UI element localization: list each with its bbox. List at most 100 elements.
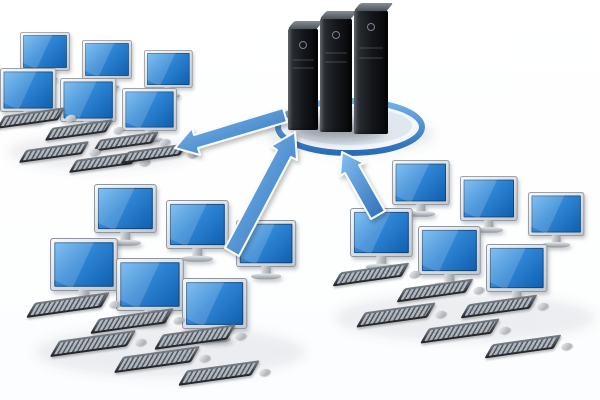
keyboard: [153, 324, 237, 350]
keyboard-keys: [336, 265, 406, 284]
workstation-monitor: [392, 160, 450, 217]
workstation-monitor: [116, 258, 184, 325]
monitor-bezel: [236, 220, 297, 267]
workstation-monitor: [350, 208, 413, 270]
keyboard-keys: [360, 304, 432, 326]
tower-drive-slot: [359, 47, 383, 50]
workstation-monitor: [236, 220, 297, 280]
monitor-screen: [23, 35, 67, 68]
monitor-stand-base: [109, 239, 142, 246]
monitor-stand-neck: [145, 130, 154, 138]
monitor-stand-base: [251, 273, 282, 280]
monitor-screen: [125, 91, 174, 128]
monitor-screen: [169, 203, 225, 246]
monitor-stand-base: [135, 137, 164, 143]
workstation-monitor: [0, 68, 57, 124]
keyboard: [49, 329, 137, 358]
monitor-screen: [463, 179, 514, 218]
monitor-stand-neck: [120, 232, 131, 240]
keyboard: [89, 308, 175, 334]
keyboard: [484, 334, 562, 359]
workstation-monitor: [60, 78, 117, 134]
keyboard: [332, 262, 410, 287]
keyboard-keys: [400, 281, 470, 300]
tower-top-face: [353, 3, 393, 11]
tower-power-button: [367, 23, 375, 31]
cluster-shadow: [35, 326, 305, 378]
monitor-stand-base: [132, 318, 167, 325]
workstation-monitor: [94, 184, 157, 246]
mouse: [234, 331, 247, 342]
monitor-screen: [147, 53, 190, 85]
monitor-screen: [239, 223, 293, 264]
monitor-stand-base: [14, 118, 43, 124]
keyboard: [68, 150, 140, 174]
monitor-screen: [3, 71, 53, 109]
tower-power-button: [299, 41, 307, 49]
monitor-stand-neck: [484, 220, 494, 228]
monitor-stand-neck: [511, 291, 522, 299]
keyboard: [120, 143, 188, 164]
workstation-monitor: [144, 50, 193, 98]
keyboard: [460, 294, 538, 319]
keyboard: [0, 107, 66, 129]
monitor-stand-neck: [164, 87, 173, 94]
monitor-stand-neck: [551, 235, 561, 243]
workstation-monitor: [20, 32, 70, 82]
tower-top-face: [287, 21, 324, 29]
mouse: [134, 337, 147, 348]
platform-inner-shade: [288, 107, 412, 145]
monitor-stand-base: [74, 128, 103, 134]
mouse: [434, 309, 447, 320]
workstation-monitor: [166, 200, 229, 262]
monitor-bezel: [50, 238, 118, 291]
connection-arrows: [174, 107, 386, 257]
monitor-stand-neck: [144, 309, 156, 319]
monitor-bezel: [82, 40, 132, 79]
keyboard: [44, 119, 114, 141]
monitor-stand-base: [94, 84, 120, 90]
keyboard: [25, 292, 111, 318]
monitor-stand-base: [156, 93, 181, 98]
monitor-stand-neck: [78, 289, 90, 299]
monitor-stand-neck: [444, 274, 455, 282]
platform-ring: [275, 98, 425, 156]
monitor-stand-base: [365, 263, 398, 270]
monitor-stand-base: [433, 281, 466, 288]
mouse: [158, 137, 171, 148]
ground-shadows: [8, 114, 595, 378]
keyboard: [355, 302, 437, 328]
keyboard: [18, 140, 90, 164]
monitor-bezel: [0, 68, 57, 112]
keyboard-keys: [424, 320, 496, 342]
monitor-screen: [531, 195, 581, 233]
monitor-screen: [489, 247, 544, 289]
keyboard-keys: [94, 310, 170, 332]
monitor-stand-neck: [376, 256, 387, 264]
keyboard: [419, 318, 501, 344]
keyboard: [92, 131, 160, 152]
mouse: [112, 125, 125, 136]
mouse: [498, 325, 511, 336]
keyboard-keys: [72, 153, 136, 171]
workstation-monitor: [486, 244, 548, 305]
monitor-bezel: [486, 244, 548, 292]
mouse: [64, 113, 77, 124]
keyboard-keys: [97, 133, 155, 150]
mouse: [88, 147, 101, 158]
keyboard-keys: [117, 348, 197, 371]
tower-ground-shadow: [292, 120, 384, 140]
monitor-screen: [421, 229, 477, 272]
mouse: [172, 315, 185, 326]
monitor-screen: [97, 187, 153, 230]
monitor-screen: [63, 81, 113, 119]
monitor-stand-neck: [23, 111, 33, 119]
cluster-shadow: [8, 134, 192, 170]
arrow-right: [339, 151, 386, 220]
keyboard: [396, 278, 474, 303]
monitor-screen: [120, 262, 180, 307]
monitor-bezel: [116, 258, 184, 311]
keyboard-keys: [53, 332, 133, 355]
keyboard-keys: [182, 362, 256, 384]
